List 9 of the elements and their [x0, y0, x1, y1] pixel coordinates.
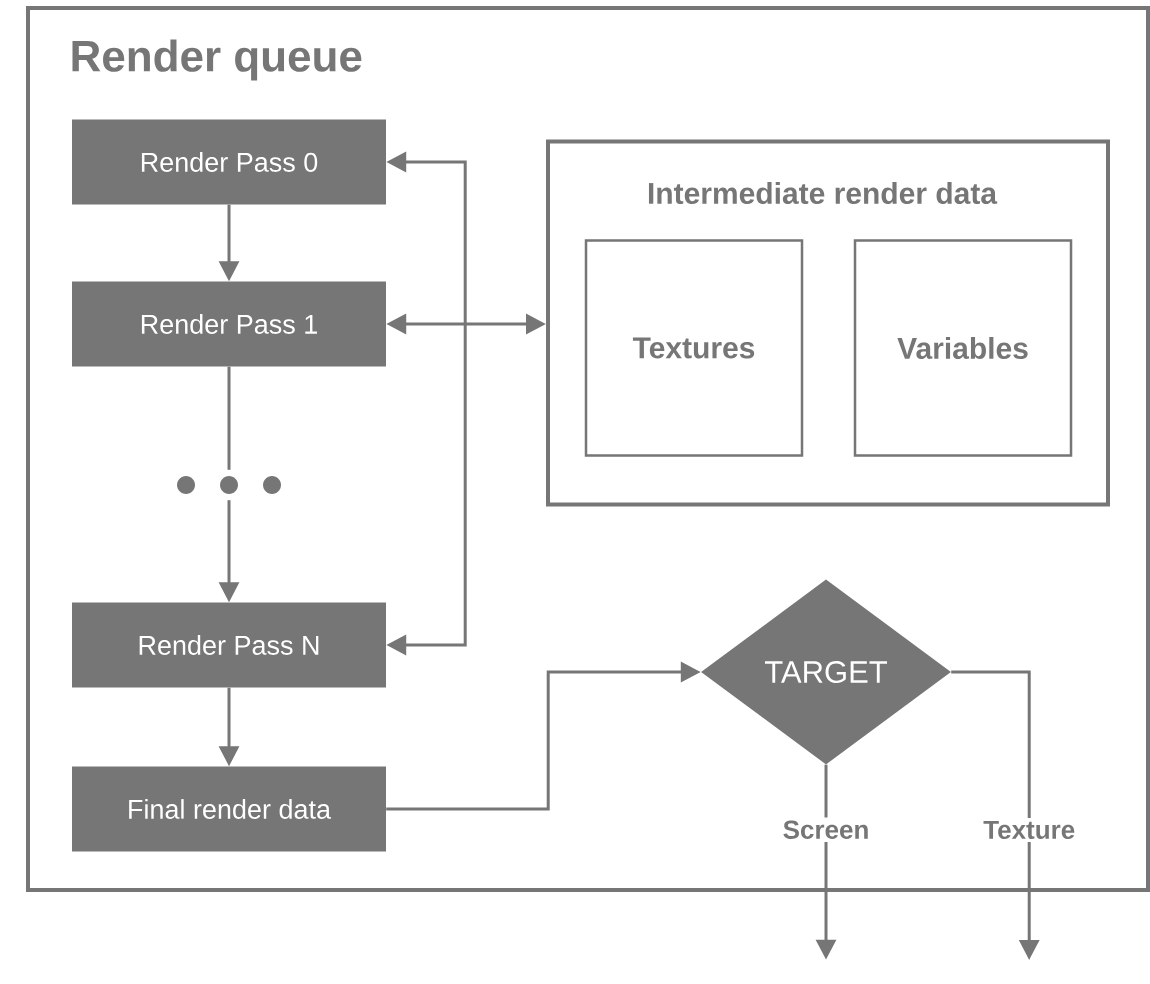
process-box: Render Pass 0	[72, 119, 386, 205]
process-box: Render Pass N	[72, 602, 386, 688]
process-box: Final render data	[72, 766, 386, 852]
edge-label: Screen	[779, 817, 873, 842]
data-box: Variables	[853, 239, 1073, 457]
data-box: Textures	[584, 239, 804, 457]
process-box: Render Pass 1	[72, 281, 386, 367]
ellipsis-dots	[177, 476, 281, 494]
edge-label: Texture	[980, 817, 1079, 843]
